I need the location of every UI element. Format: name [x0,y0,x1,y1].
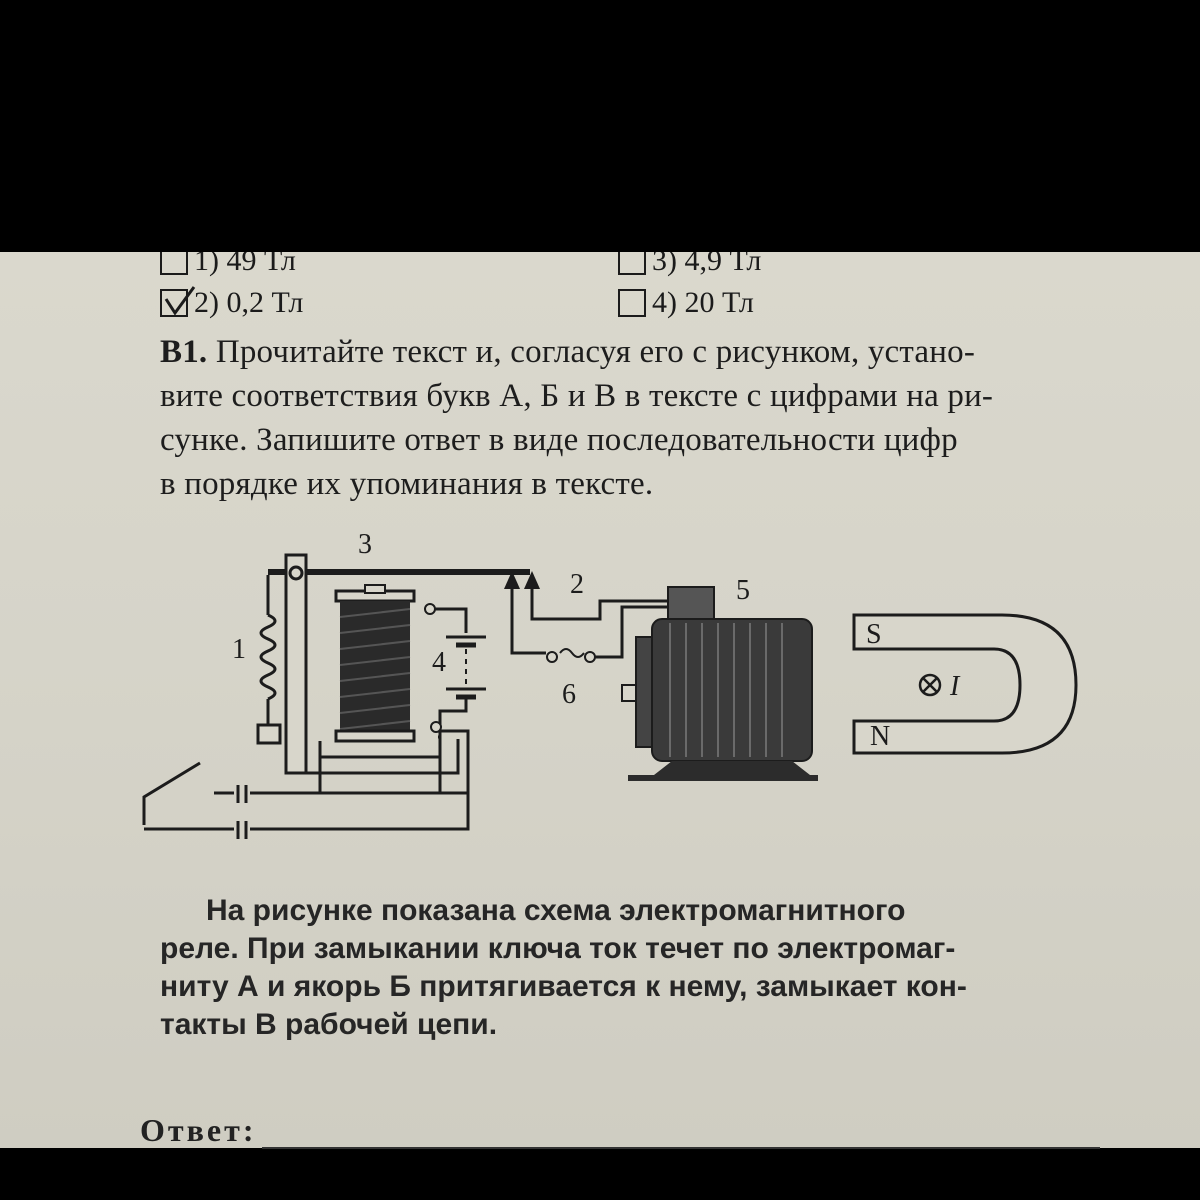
passage-line-1: На рисунке показана схема электромагнитн… [206,894,906,927]
ac-source-tilde [559,648,585,658]
question-line-4: в порядке их упоминания в тексте. [160,466,654,502]
question-line-2: вите соответствия букв А, Б и В в тексте… [160,378,994,414]
motor-base [654,761,810,775]
label-5: 5 [736,575,750,606]
answer-input-line[interactable] [262,1119,1100,1149]
contact-arrow-1 [504,571,520,589]
relay-diagram: 3 1 4 2 6 [142,529,1078,839]
coil-bottom-cap [334,729,416,743]
motor-shaft [621,684,637,702]
horseshoe-magnet [852,613,1078,755]
coil-top-nub [364,584,386,594]
label-4: 4 [432,647,446,678]
magnet-pole-n: N [870,721,890,752]
spring-1 [259,613,277,701]
motor-terminal-box [667,586,715,622]
option-2-checkbox[interactable] [160,286,196,317]
magnet-pole-s: S [866,619,882,650]
label-6: 6 [562,679,576,710]
spring-anchor [256,723,282,745]
option-1-label: 1) 49 Тл [194,252,296,277]
option-1-checkbox[interactable] [160,252,188,275]
option-4-checkbox[interactable] [618,289,646,317]
passage-line-2: реле. При замыкании ключа ток течет по э… [160,932,956,965]
option-3-checkbox[interactable] [618,252,646,275]
label-1: 1 [232,634,246,665]
option-4[interactable]: 4) 20 Тл [618,286,754,320]
checkmark-icon [164,286,196,316]
passage-line-3: ниту А и якорь Б притягивается к нему, з… [160,970,967,1003]
option-1[interactable]: 1) 49 Тл [160,252,296,278]
option-3[interactable]: 3) 4,9 Тл [618,252,761,278]
contact-arrow-2 [524,571,540,589]
current-label: I [949,671,961,702]
page-photo: ​ 1) 49 Тл 3) 4,9 Тл 2) 0,2 Тл 4) 20 Тл [0,252,1200,1148]
question-b1: B1. Прочитайте текст и, согласуя его с р… [160,330,1080,506]
cable-break-marks [236,785,248,839]
armature-bar [268,569,530,575]
pivot-post [284,553,308,775]
option-2-label: 2) 0,2 Тл [194,286,304,319]
motor-foot [628,775,818,781]
label-2: 2 [570,569,584,600]
question-line-3: сунке. Запишите ответ в виде последовате… [160,422,958,458]
option-2[interactable]: 2) 0,2 Тл [160,286,303,320]
pivot-circle [288,565,304,581]
key-switch [142,761,201,825]
current-into-page-icon [918,673,942,697]
question-number: B1. [160,334,208,370]
option-4-label: 4) 20 Тл [652,286,754,319]
answer-row: Ответ: [140,1112,1100,1149]
passage-line-4: такты В рабочей цепи. [160,1008,498,1041]
option-3-label: 3) 4,9 Тл [652,252,762,277]
question-line-1: B1. Прочитайте текст и, согласуя его с р… [160,334,976,370]
answer-label: Ответ: [140,1112,257,1148]
motor-body [651,618,813,762]
label-3: 3 [358,529,372,560]
passage-text: На рисунке показана схема электромагнитн… [160,892,1100,1044]
